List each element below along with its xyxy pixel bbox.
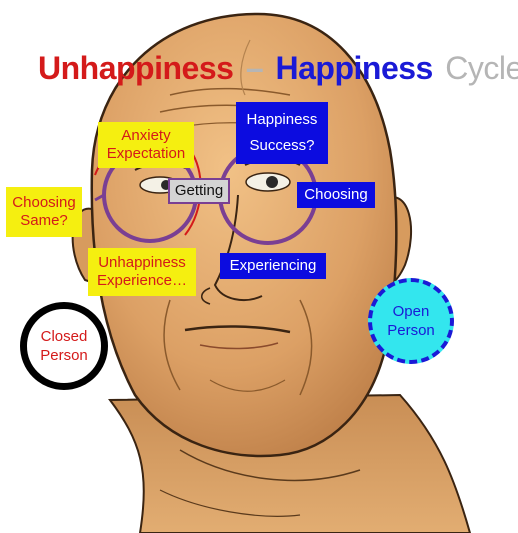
- choosing-label: Choosing: [297, 182, 375, 208]
- open-person-circle: Open Person: [368, 278, 454, 364]
- choosing-same-line2: Same?: [20, 212, 68, 230]
- title-happiness: Happiness: [276, 50, 433, 87]
- page-title: Unhappiness – Happiness Cycles: [38, 50, 518, 87]
- unhappiness-text: Unhappiness: [98, 254, 186, 272]
- happiness-text: Happiness: [247, 107, 318, 133]
- open-person-text: Person: [387, 321, 435, 340]
- closed-text: Closed: [41, 327, 88, 346]
- choosing-same-line1: Choosing: [12, 194, 75, 212]
- open-text: Open: [393, 302, 430, 321]
- unhappiness-experience-label: Unhappiness Experience…: [88, 248, 196, 296]
- title-unhappiness: Unhappiness: [38, 50, 233, 87]
- experience-text: Experience…: [97, 272, 187, 290]
- happiness-success-label: Happiness Success?: [236, 102, 328, 164]
- closed-person-text: Person: [40, 346, 88, 365]
- closed-person-circle: Closed Person: [20, 302, 108, 390]
- success-text: Success?: [249, 133, 314, 159]
- anxiety-expectation-label: Anxiety Expectation: [98, 122, 194, 168]
- choosing-same-label: Choosing Same?: [6, 187, 82, 237]
- anxiety-text: Anxiety: [121, 127, 170, 145]
- title-cycles: Cycles: [445, 50, 518, 87]
- expectation-text: Expectation: [107, 145, 185, 163]
- title-dash: –: [246, 50, 263, 87]
- getting-label: Getting: [168, 178, 230, 204]
- experiencing-label: Experiencing: [220, 253, 326, 279]
